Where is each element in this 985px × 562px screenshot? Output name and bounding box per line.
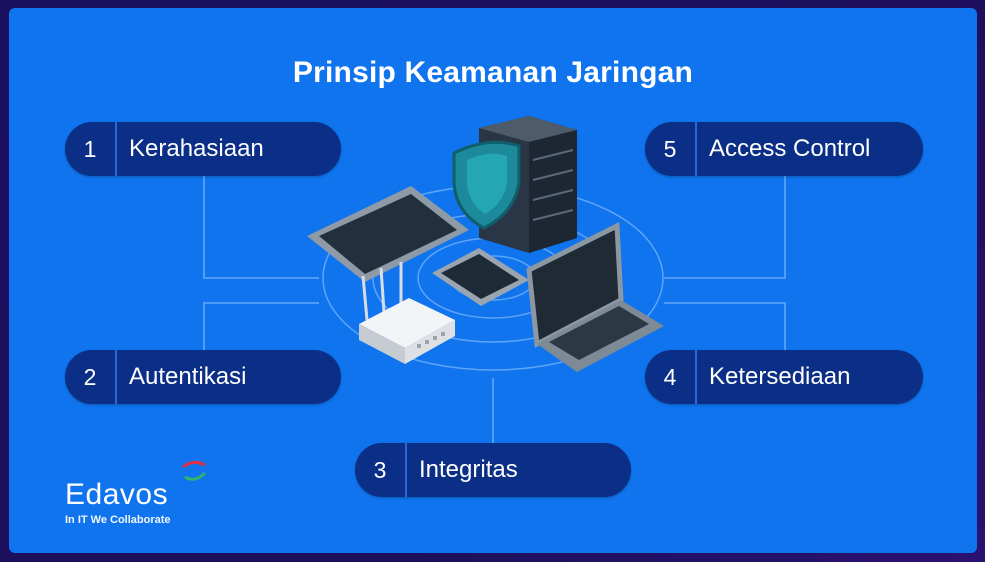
logo-mark-icon bbox=[182, 460, 207, 481]
principle-1-number: 1 bbox=[65, 122, 117, 176]
diagram-card: Prinsip Keamanan Jaringan bbox=[9, 8, 977, 553]
shield-icon bbox=[452, 140, 521, 230]
principle-3-label: Integritas bbox=[419, 456, 518, 483]
principle-3-pill: 3 Integritas bbox=[355, 443, 631, 497]
tablet-icon bbox=[307, 186, 469, 282]
router-icon bbox=[359, 262, 455, 364]
principle-3-number: 3 bbox=[355, 443, 407, 497]
network-illustration bbox=[203, 116, 786, 446]
principle-2-number: 2 bbox=[65, 350, 117, 404]
logo-tagline: In IT We Collaborate bbox=[65, 514, 171, 526]
logo-brand: Edavos bbox=[65, 478, 169, 511]
phone-icon bbox=[432, 248, 529, 306]
laptop-icon bbox=[526, 222, 664, 372]
principle-4-pill: 4 Ketersediaan bbox=[645, 350, 923, 404]
principle-2-label: Autentikasi bbox=[129, 363, 247, 390]
principle-1-label: Kerahasiaan bbox=[129, 135, 264, 162]
principle-2-pill: 2 Autentikasi bbox=[65, 350, 341, 404]
edavos-logo: Edavos In IT We Collaborate bbox=[65, 478, 171, 526]
principle-4-label: Ketersediaan bbox=[709, 363, 851, 390]
connector-lines bbox=[203, 176, 786, 446]
principle-5-label: Access Control bbox=[709, 135, 871, 162]
principle-5-number: 5 bbox=[645, 122, 697, 176]
principle-1-pill: 1 Kerahasiaan bbox=[65, 122, 341, 176]
principle-4-number: 4 bbox=[645, 350, 697, 404]
principle-5-pill: 5 Access Control bbox=[645, 122, 923, 176]
diagram-title: Prinsip Keamanan Jaringan bbox=[292, 56, 694, 89]
